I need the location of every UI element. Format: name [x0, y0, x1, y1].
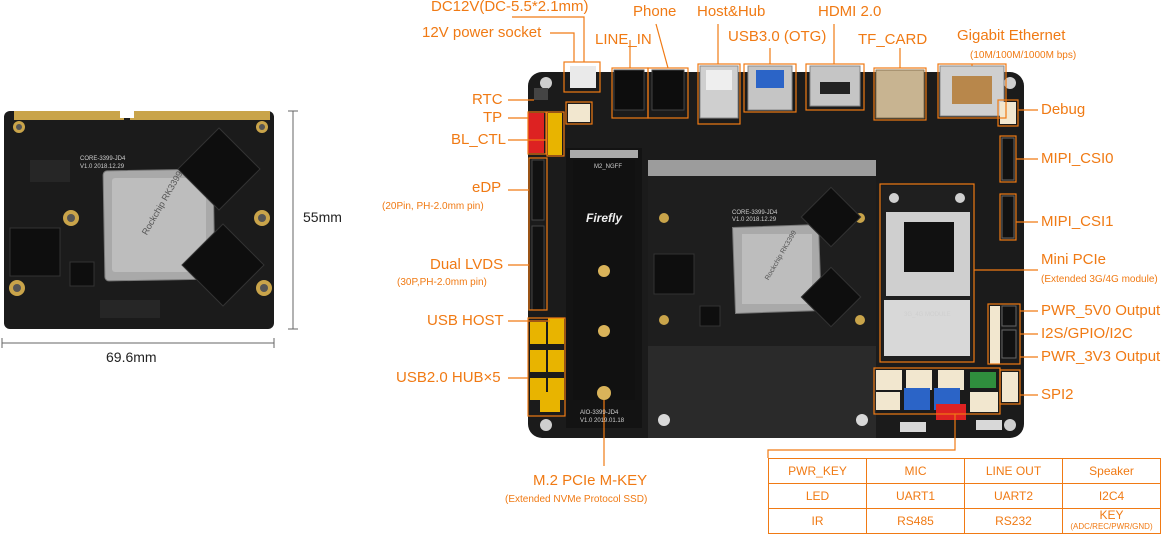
- brand-text: Firefly: [586, 211, 623, 225]
- key-cell-sub-label: (ADC/REC/PWR/GND): [1070, 522, 1153, 531]
- table-cell: I2C4: [1062, 483, 1161, 509]
- mipi0-label: MIPI_CSI0: [1041, 150, 1114, 167]
- ethernet-sub-label: (10M/100M/1000M bps): [970, 50, 1077, 61]
- table-cell: IR: [768, 508, 867, 534]
- height-dimension-label: 55mm: [303, 209, 342, 225]
- core-model-text: CORE-3399-JD4: [732, 210, 778, 216]
- table-cell: PWR_KEY: [768, 458, 867, 484]
- edp-sub-label: (20Pin, PH-2.0mm pin): [382, 201, 484, 212]
- host-hub-label: Host&Hub: [697, 3, 766, 20]
- table-cell: UART1: [866, 483, 965, 509]
- module-version-text: V1.0 2018.12.29: [80, 164, 125, 170]
- table-cell: UART2: [964, 483, 1063, 509]
- module-label-text: 3G_4G MODULE: [904, 312, 951, 318]
- dimension-lines: [1, 110, 298, 348]
- table-row: IR RS485 RS232 KEY (ADC/REC/PWR/GND): [768, 508, 1161, 534]
- line-in-label: LINE_IN: [595, 31, 652, 48]
- rtc-label: RTC: [472, 91, 503, 108]
- table-cell: LED: [768, 483, 867, 509]
- usb3-label: USB3.0 (OTG): [728, 28, 827, 45]
- tf-card-label: TF_CARD: [858, 31, 928, 48]
- dc12v-label: DC12V(DC-5.5*2.1mm): [431, 0, 589, 15]
- debug-label: Debug: [1041, 101, 1086, 118]
- pwr5v-label: PWR_5V0 Output: [1041, 302, 1161, 319]
- core-module: [4, 108, 274, 329]
- minipcie-label: Mini PCIe: [1041, 251, 1107, 268]
- width-dimension-label: 69.6mm: [106, 349, 157, 365]
- board-model-text: AIO-3399-JD4: [580, 410, 619, 416]
- table-cell: Speaker: [1062, 458, 1161, 484]
- table-cell: RS485: [866, 508, 965, 534]
- table-row: PWR_KEY MIC LINE OUT Speaker: [768, 458, 1161, 484]
- slot-text: M2_NGFF: [594, 164, 622, 170]
- usb-host-label: USB HOST: [427, 312, 504, 329]
- table-row: LED UART1 UART2 I2C4: [768, 483, 1161, 509]
- tp-label: TP: [483, 109, 503, 126]
- m2-sub-label: (Extended NVMe Protocol SSD): [505, 494, 648, 505]
- lvds-label: Dual LVDS: [430, 256, 504, 273]
- module-model-text: CORE-3399-JD4: [80, 156, 126, 162]
- power-socket-label: 12V power socket: [422, 24, 542, 41]
- usb2-hub-label: USB2.0 HUB×5: [396, 369, 501, 386]
- i2s-label: I2S/GPIO/I2C: [1041, 325, 1133, 342]
- spi2-label: SPI2: [1041, 386, 1074, 403]
- phone-label: Phone: [633, 3, 677, 20]
- board-version-text: V1.0 2019.01.18: [580, 418, 625, 424]
- m2-label: M.2 PCIe M-KEY: [533, 472, 648, 489]
- ethernet-label: Gigabit Ethernet: [957, 27, 1066, 44]
- table-cell-key: KEY (ADC/REC/PWR/GND): [1062, 508, 1161, 534]
- key-cell-label: KEY: [1099, 508, 1124, 522]
- carrier-board: [528, 65, 1024, 438]
- leader-lines: [508, 16, 1038, 466]
- mipi1-label: MIPI_CSI1: [1041, 213, 1114, 230]
- pwr3v3-label: PWR_3V3 Output: [1041, 348, 1161, 365]
- pin-function-table: PWR_KEY MIC LINE OUT Speaker LED UART1 U…: [768, 458, 1161, 534]
- core-version-text: V1.0 2018.12.29: [732, 217, 777, 223]
- table-cell: LINE OUT: [964, 458, 1063, 484]
- lvds-sub-label: (30P,PH-2.0mm pin): [397, 277, 487, 288]
- table-cell: RS232: [964, 508, 1063, 534]
- edp-label: eDP: [472, 179, 502, 196]
- bl-ctl-label: BL_CTL: [451, 131, 507, 148]
- minipcie-sub-label: (Extended 3G/4G module): [1041, 274, 1158, 285]
- hdmi-label: HDMI 2.0: [818, 3, 882, 20]
- table-cell: MIC: [866, 458, 965, 484]
